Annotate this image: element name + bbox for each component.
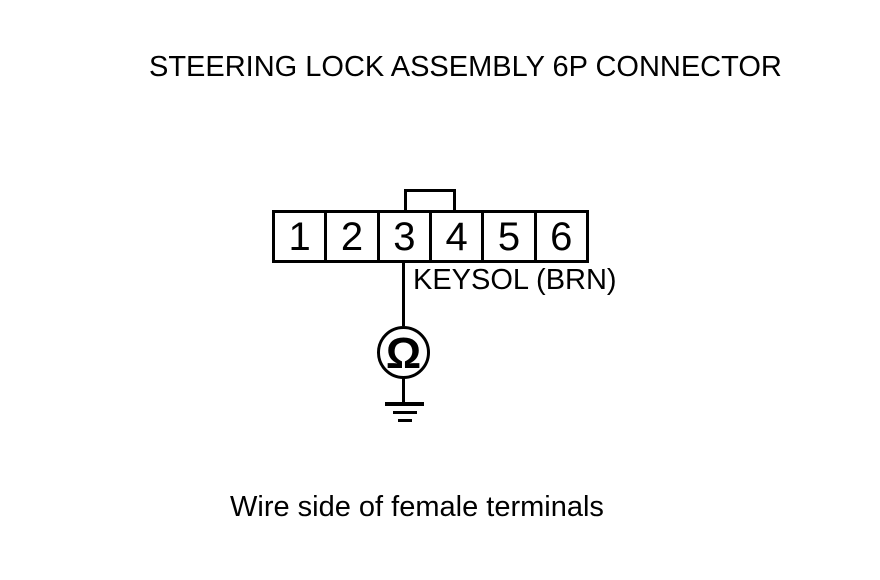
pin-label-4: 4: [445, 214, 468, 259]
page-title: STEERING LOCK ASSEMBLY 6P CONNECTOR: [149, 51, 782, 83]
wire-segment-meter-to-ground: [402, 378, 405, 403]
pin-label-5: 5: [497, 214, 521, 259]
wire-label: KEYSOL (BRN): [413, 264, 617, 296]
connector-keying-tab: [404, 189, 456, 213]
pin-label-2: 2: [340, 214, 364, 259]
pin-cell-2: 2: [324, 213, 376, 260]
wire-segment-pin3-to-meter: [402, 263, 405, 326]
ground-bar-3: [398, 419, 412, 422]
caption: Wire side of female terminals: [230, 491, 604, 523]
connector-body: 1 2 3 4 5 6: [272, 210, 589, 263]
pin-label-1: 1: [288, 214, 311, 259]
ohmmeter-omega-icon: Ω: [385, 328, 422, 378]
ground-bar-1: [385, 402, 424, 406]
pin-cell-6: 6: [533, 213, 586, 260]
pin-cell-3: 3: [376, 213, 429, 260]
pin-cell-5: 5: [481, 213, 533, 260]
ohmmeter-symbol: Ω: [377, 326, 430, 379]
pin-label-6: 6: [550, 214, 573, 259]
pin-cell-4: 4: [428, 213, 481, 260]
pin-label-3: 3: [393, 214, 416, 259]
ground-bar-2: [393, 411, 417, 414]
pin-cell-1: 1: [275, 213, 324, 260]
